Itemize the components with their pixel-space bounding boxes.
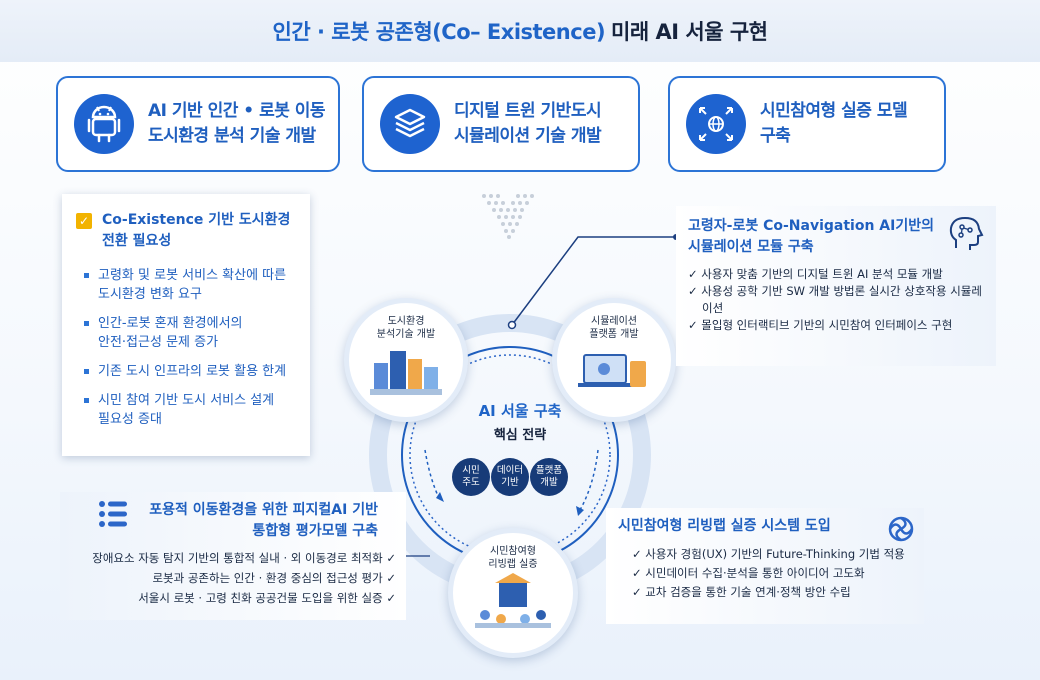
node-label: 시뮬레이션 xyxy=(591,316,637,327)
globe-network-icon xyxy=(686,94,746,154)
node-label: 플랫폼 개발 xyxy=(589,329,639,340)
card-line1: 디지털 트윈 기반도시 xyxy=(454,101,602,121)
card-line1: 시민참여형 실증 모델 xyxy=(760,101,908,121)
panel-item: ✓ 몰입형 인터랙티브 기반의 시민참여 인터페이스 구현 xyxy=(688,318,953,332)
panel-title-line2: 통합형 평가모델 구축 xyxy=(252,523,378,539)
devices-illustration-icon xyxy=(578,354,646,387)
node-label: 시민참여형 xyxy=(490,546,536,557)
list-item-line: 도시환경 변화 요구 xyxy=(98,287,202,302)
panel-item: ✓ 사용성 공학 기반 SW 개발 방법론 실시간 상호작용 시뮬레이션 xyxy=(688,284,982,315)
top-card-citizen-model: 시민참여형 실증 모델 구축 xyxy=(668,76,946,172)
panel-item: ✓ 교차 검증을 통한 기술 연계·정책 방안 수립 xyxy=(632,585,851,599)
node-label: 도시환경 xyxy=(387,316,425,327)
android-robot-icon xyxy=(74,94,134,154)
necessity-title-line2: 전환 필요성 xyxy=(102,233,172,249)
panel-item: ✓ 시민데이터 수집·분석을 통한 아이디어 고도화 xyxy=(632,566,865,580)
pill-text: 주도 xyxy=(462,477,480,488)
panel-title-line1: 고령자-로봇 Co-Navigation AI기반의 xyxy=(688,218,934,234)
list-item: 기존 도시 인프라의 로봇 활용 한계 xyxy=(76,362,296,381)
swirl-icon xyxy=(888,516,914,542)
top-card-ai-analysis: AI 기반 인간 • 로봇 이동 도시환경 분석 기술 개발 xyxy=(56,76,340,172)
panel-evaluation-model: 포용적 이동환경을 위한 피지컬AI 기반 통합형 평가모델 구축 장애요소 자… xyxy=(60,492,406,620)
panel-item: 로봇과 공존하는 인간 · 환경 중심의 접근성 평가 ✓ xyxy=(152,571,396,585)
list-item: 시민 참여 기반 도시 서비스 설계 필요성 증대 xyxy=(76,391,296,429)
card-line2: 도시환경 분석 기술 개발 xyxy=(148,126,316,146)
panel-item: 서울시 로봇 · 고령 친화 공공건물 도입을 위한 실증 ✓ xyxy=(138,591,396,605)
layers-icon xyxy=(380,94,440,154)
list-item: 고령화 및 로봇 서비스 확산에 따른 도시환경 변화 요구 xyxy=(76,266,296,304)
panel-title-line2: 시뮬레이션 모듈 구축 xyxy=(688,239,814,255)
list-item-line: 시민 참여 기반 도시 서비스 설계 xyxy=(98,393,275,408)
list-item-line: 고령화 및 로봇 서비스 확산에 따른 xyxy=(98,268,287,283)
node-living-lab: 시민참여형 리빙랩 실증 xyxy=(448,528,578,658)
node-label: 리빙랩 실증 xyxy=(488,559,538,570)
city-illustration-icon xyxy=(370,351,442,395)
panel-item: ✓ 사용자 경험(UX) 기반의 Future-Thinking 기법 적용 xyxy=(632,547,905,561)
pill-text: 플랫폼 xyxy=(535,465,563,476)
necessity-title-line1: Co-Existence 기반 도시환경 xyxy=(102,212,291,228)
banner-title-blue: 인간 · 로봇 공존형(Co– Existence) xyxy=(272,20,606,44)
node-urban-analysis: 도시환경 분석기술 개발 xyxy=(344,298,468,422)
down-arrow-icon xyxy=(482,194,534,239)
panel-item: ✓ 사용자 맞춤 기반의 디지털 트윈 AI 분석 모듈 개발 xyxy=(688,267,943,281)
necessity-list: 고령화 및 로봇 서비스 확산에 따른 도시환경 변화 요구 인간-로봇 혼재 … xyxy=(76,266,296,429)
top-card-digital-twin: 디지털 트윈 기반도시 시뮬레이션 기술 개발 xyxy=(362,76,640,172)
node-simulation-platform: 시뮬레이션 플랫폼 개발 xyxy=(552,298,676,422)
panel-item: 장애요소 자동 탐지 기반의 통합적 실내 · 외 이동경로 최적화 ✓ xyxy=(92,551,396,565)
core-subtitle: 핵심 전략 xyxy=(493,428,547,443)
list-item: 인간-로봇 혼재 환경에서의 안전·접근성 문제 증가 xyxy=(76,314,296,352)
pill-text: 데이터 xyxy=(496,465,524,476)
banner-title-dark: 미래 AI 서울 구현 xyxy=(611,20,768,44)
core-title: AI 서울 구축 xyxy=(478,402,562,420)
panel-title-line1: 포용적 이동환경을 위한 피지컬AI 기반 xyxy=(149,502,378,518)
card-line2: 구축 xyxy=(760,126,791,146)
pill-text: 기반 xyxy=(501,477,519,488)
pill-text: 개발 xyxy=(540,477,558,488)
necessity-box: ✓ Co-Existence 기반 도시환경 전환 필요성 고령화 및 로봇 서… xyxy=(62,194,310,456)
panel-living-lab: 시민참여형 리빙랩 실증 시스템 도입 ✓ 사용자 경험(UX) 기반의 Fut… xyxy=(606,508,924,624)
list-item-line: 안전·접근성 문제 증가 xyxy=(98,335,219,350)
list-item-line: 인간-로봇 혼재 환경에서의 xyxy=(98,316,243,331)
checkbox-icon: ✓ xyxy=(76,213,92,229)
pill-text: 시민 xyxy=(462,465,480,476)
ai-head-icon xyxy=(949,216,984,250)
card-line2: 시뮬레이션 기술 개발 xyxy=(454,126,602,146)
living-lab-illustration-icon xyxy=(475,573,551,628)
list-item-line: 필요성 증대 xyxy=(98,412,162,427)
panel-co-navigation: 고령자-로봇 Co-Navigation AI기반의 시뮬레이션 모듈 구축 ✓… xyxy=(676,206,996,366)
list-item-line: 기존 도시 인프라의 로봇 활용 한계 xyxy=(98,364,287,379)
list-icon xyxy=(99,501,127,527)
node-label: 분석기술 개발 xyxy=(376,329,436,340)
panel-title: 시민참여형 리빙랩 실증 시스템 도입 xyxy=(618,518,831,534)
header-banner: 인간 · 로봇 공존형(Co– Existence) 미래 AI 서울 구현 xyxy=(0,0,1040,62)
card-line1: AI 기반 인간 • 로봇 이동 xyxy=(148,101,326,121)
